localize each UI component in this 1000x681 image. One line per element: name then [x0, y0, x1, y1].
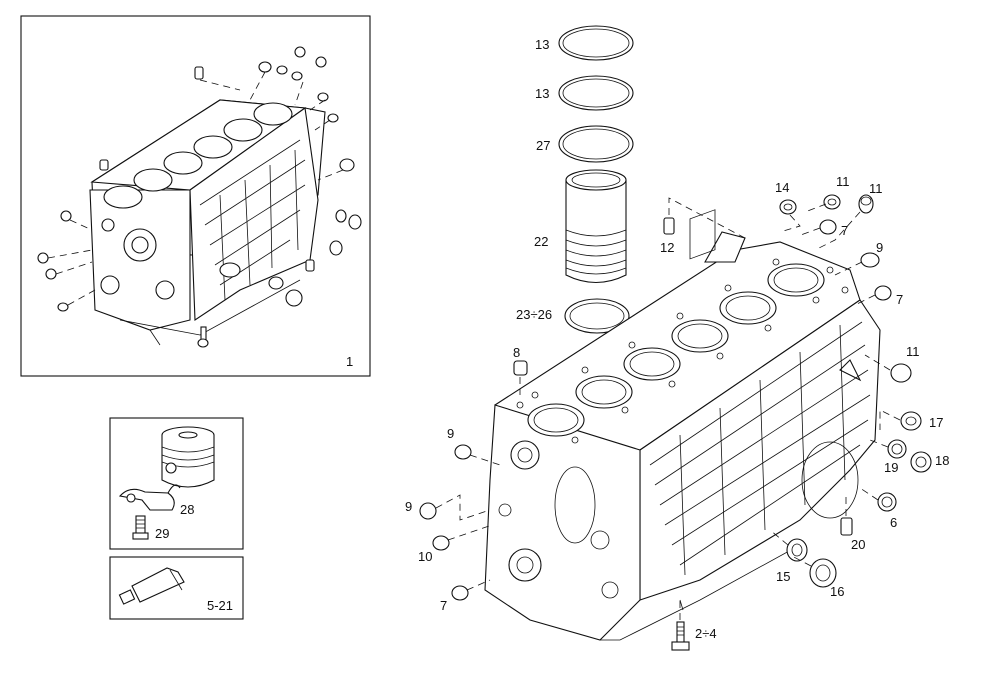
callout-9-c: 9 [405, 499, 412, 514]
callout-9-b: 9 [447, 426, 454, 441]
plug-9-a[interactable] [860, 252, 880, 268]
dowel-12[interactable] [663, 217, 675, 235]
plug-6[interactable] [877, 492, 897, 512]
callout-6: 6 [890, 515, 897, 530]
callout-17: 17 [929, 415, 943, 430]
plug-11-c[interactable] [890, 363, 912, 383]
callout-2-4: 2÷4 [695, 626, 717, 641]
callout-27: 27 [536, 138, 550, 153]
callout-8: 8 [513, 345, 520, 360]
small-block-drawing [37, 46, 362, 348]
plug-16[interactable] [809, 558, 837, 588]
plug-18[interactable] [910, 451, 932, 473]
plug-7-b[interactable] [874, 285, 892, 301]
plug-7-a[interactable] [819, 219, 837, 235]
plug-17[interactable] [900, 411, 922, 431]
callout-23-26: 23÷26 [516, 307, 552, 322]
piston-kit-bolt-label: 29 [155, 526, 169, 541]
assembly-box[interactable]: 1 [20, 15, 371, 377]
callout-11-c: 11 [906, 344, 920, 359]
plug-11-b[interactable] [858, 194, 874, 214]
callout-18: 18 [935, 453, 949, 468]
callout-14: 14 [775, 180, 789, 195]
callout-9-a: 9 [876, 240, 883, 255]
callout-16: 16 [830, 584, 844, 599]
callout-19: 19 [884, 460, 898, 475]
plug-9-b[interactable] [454, 444, 472, 460]
plug-9-c[interactable] [419, 502, 437, 520]
liner-ring-13-top[interactable] [558, 25, 634, 61]
seal-19[interactable] [887, 439, 907, 459]
plug-14[interactable] [779, 199, 797, 215]
callout-7-b: 7 [896, 292, 903, 307]
bolt-2-4[interactable] [671, 621, 690, 651]
assembly-box-label: 1 [346, 354, 353, 369]
dowel-10[interactable] [432, 535, 450, 551]
callout-7-a: 7 [841, 223, 848, 238]
callout-13-top: 13 [535, 37, 549, 52]
callout-20: 20 [851, 537, 865, 552]
sealant-label: 5-21 [207, 598, 233, 613]
callout-11-a: 11 [836, 174, 850, 189]
dowel-20[interactable] [840, 517, 853, 536]
liner-ring-13-mid[interactable] [558, 75, 634, 111]
callout-11-b: 11 [869, 181, 883, 196]
plug-11-a[interactable] [823, 194, 841, 210]
cylinder-liner[interactable] [565, 169, 627, 283]
callout-12: 12 [660, 240, 674, 255]
piston-kit-box[interactable]: 28 29 [109, 417, 244, 550]
seal-15[interactable] [786, 538, 808, 562]
piston-kit-label: 28 [180, 502, 194, 517]
callout-22: 22 [534, 234, 548, 249]
callout-13-mid: 13 [535, 86, 549, 101]
plug-7-c[interactable] [451, 585, 469, 601]
sealant-box[interactable]: 5-21 [109, 556, 244, 620]
callout-10: 10 [418, 549, 432, 564]
engine-block [484, 209, 881, 641]
liner-seal[interactable] [564, 298, 630, 334]
plug-8[interactable] [513, 360, 528, 376]
liner-ring-27[interactable] [558, 125, 634, 163]
callout-7-c: 7 [440, 598, 447, 613]
callout-15: 15 [776, 569, 790, 584]
